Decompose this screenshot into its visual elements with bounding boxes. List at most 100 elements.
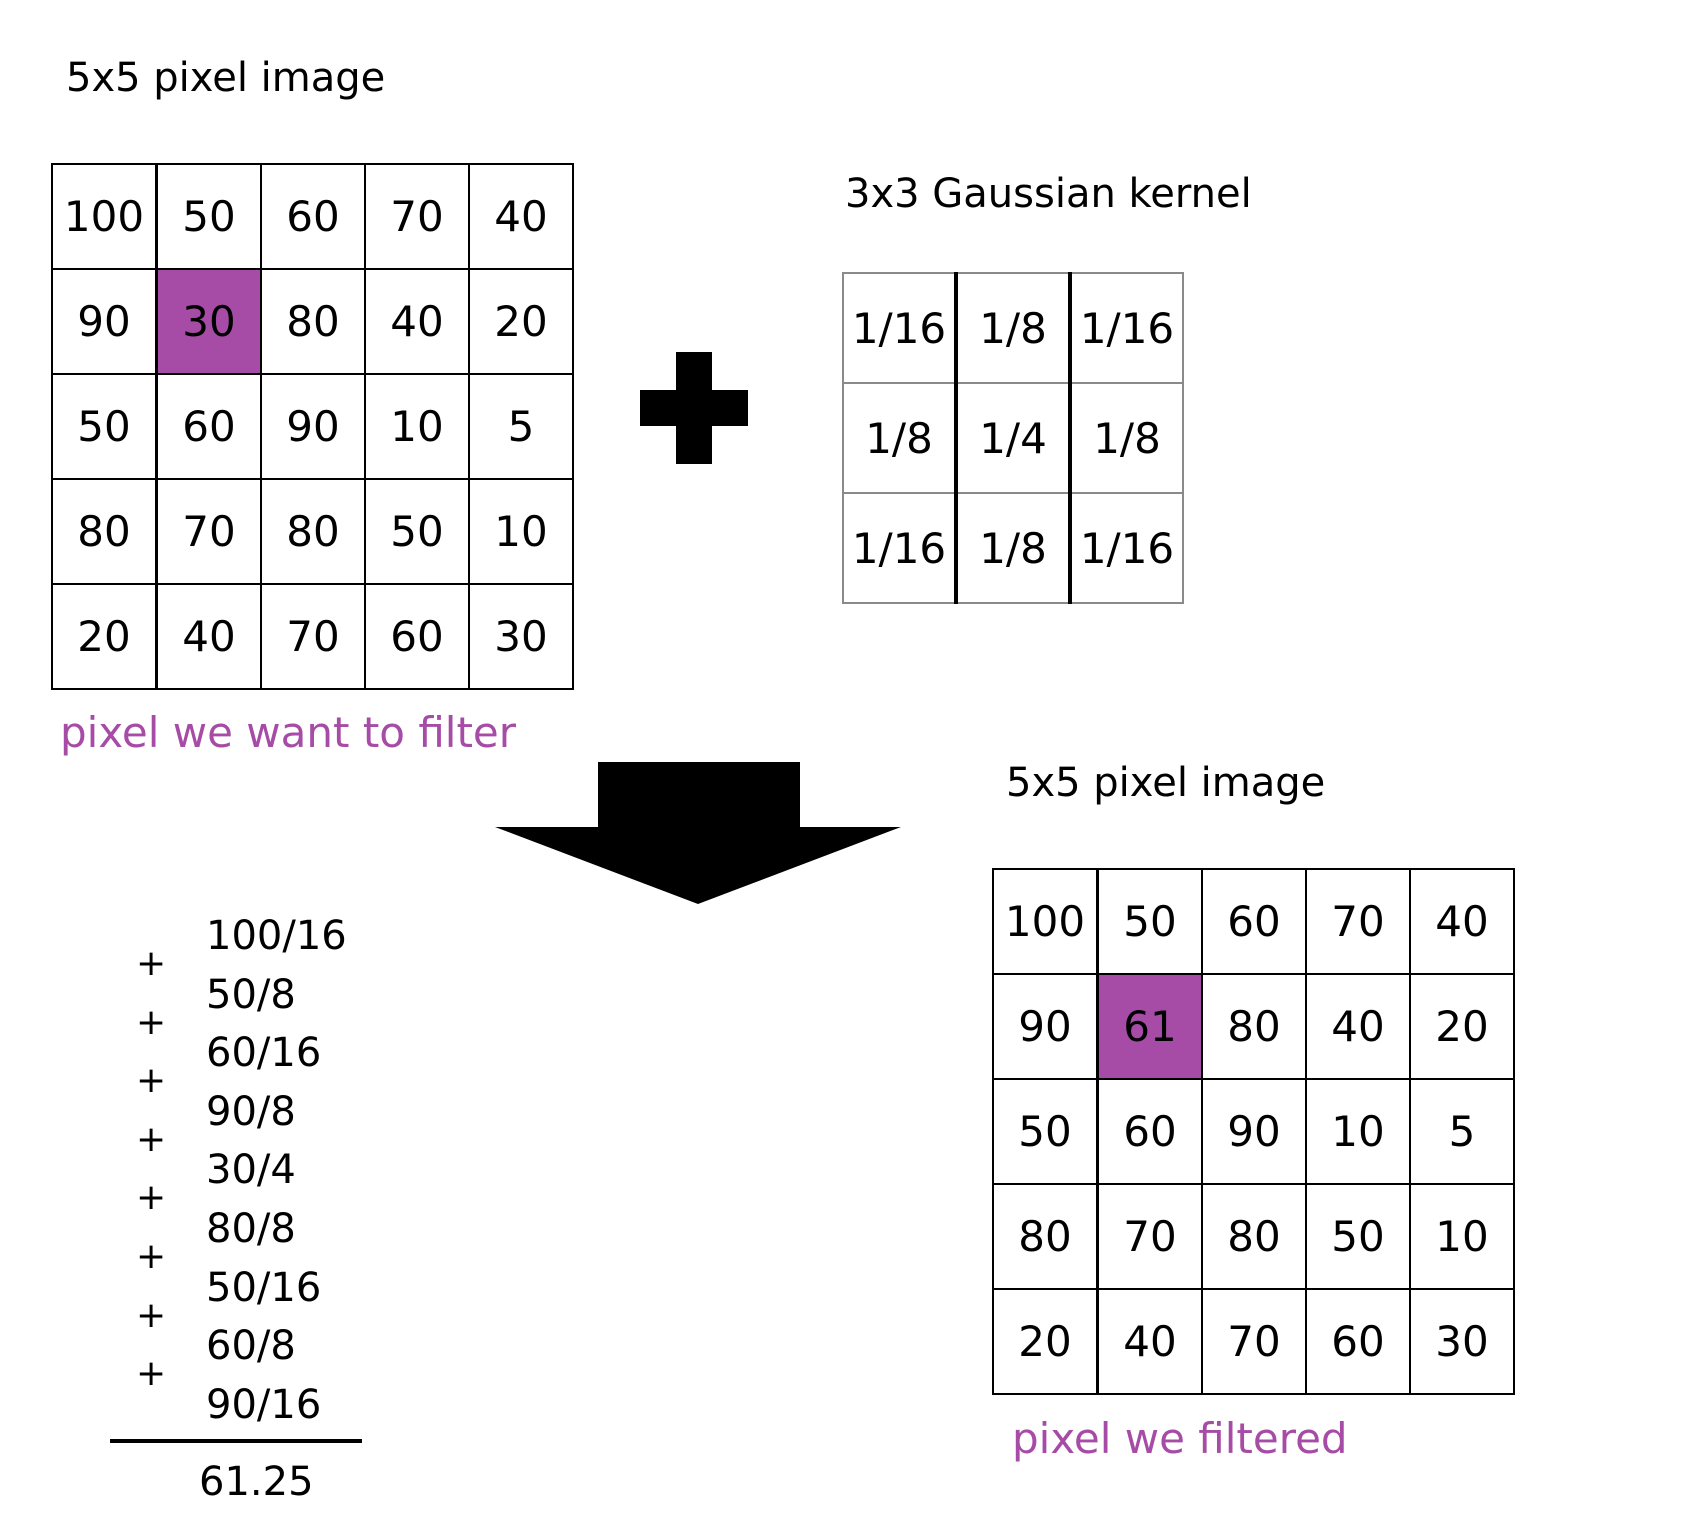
input-pixel-cell: 80 [260,268,366,375]
output-pixel-cell: 20 [1409,973,1515,1080]
input-pixel-cell: 80 [260,478,366,585]
plus-operator: + [136,1294,167,1336]
output-pixel-cell: 10 [1409,1183,1515,1290]
sum-term: 60/16 [206,1030,322,1077]
output-pixel-cell: 80 [1201,973,1307,1080]
input-pixel-cell: 40 [364,268,470,375]
input-pixel-cell: 70 [364,163,470,270]
kernel-cell: 1/8 [954,492,1071,604]
input-pixel-cell: 60 [364,583,470,690]
plus-operator: + [136,1118,167,1160]
input-pixel-cell: 90 [260,373,366,480]
input-pixel-cell: 5 [468,373,574,480]
kernel-cell: 1/8 [954,272,1071,384]
output-pixel-cell: 40 [1409,868,1515,975]
kernel-cell: 1/16 [842,272,957,384]
sum-term: 80/8 [206,1205,296,1252]
output-pixel-cell: 40 [1096,1288,1203,1395]
input-pixel-cell: 40 [155,583,262,690]
output-pixel-cell: 70 [1305,868,1411,975]
output-pixel-cell: 5 [1409,1078,1515,1185]
input-image-title: 5x5 pixel image [66,55,386,101]
kernel-cell: 1/4 [954,382,1071,494]
output-pixel-cell: 70 [1096,1183,1203,1290]
weighted-sum-calculation: 100/16+50/8+60/16+90/8+30/4+80/8+50/16+6… [130,910,390,1437]
input-pixel-cell: 100 [51,163,158,270]
kernel-cell: 1/16 [1068,272,1184,384]
sum-term: 90/8 [206,1088,296,1135]
sum-row: 30/4 + [130,1144,390,1216]
plus-icon [640,352,748,464]
sum-term: 30/4 [206,1147,296,1194]
input-pixel-cell: 70 [155,478,262,585]
output-pixel-highlighted-cell: 61 [1096,973,1203,1080]
output-pixel-cell: 80 [1201,1183,1307,1290]
output-pixel-cell: 60 [1096,1078,1203,1185]
output-pixel-cell: 90 [992,973,1099,1080]
plus-operator: + [136,1177,167,1219]
input-pixel-cell: 50 [155,163,262,270]
input-pixel-cell: 70 [260,583,366,690]
output-pixel-cell: 80 [992,1183,1099,1290]
sum-row: 50/8+ [130,969,390,1041]
sum-row: 100/16 + [130,910,390,982]
output-pixel-cell: 20 [992,1288,1099,1395]
sum-term: 90/16 [206,1381,322,1428]
sum-divider-line [110,1439,362,1443]
output-caption: pixel we filtered [1012,1414,1348,1463]
output-pixel-cell: 60 [1305,1288,1411,1395]
sum-row: 80/8+ [130,1203,390,1275]
plus-operator: + [136,1353,167,1395]
output-pixel-cell: 70 [1201,1288,1307,1395]
output-pixel-cell: 90 [1201,1078,1307,1185]
input-pixel-cell: 40 [468,163,574,270]
input-pixel-cell: 60 [260,163,366,270]
plus-operator: + [136,1001,167,1043]
arrow-down-icon [495,762,901,904]
plus-operator: + [136,943,167,984]
input-pixel-cell: 10 [468,478,574,585]
input-pixel-cell: 90 [51,268,158,375]
sum-term: 50/16 [206,1264,322,1311]
input-pixel-cell: 20 [468,268,574,375]
output-pixel-cell: 60 [1201,868,1307,975]
plus-operator: + [136,1060,167,1102]
input-pixel-cell: 80 [51,478,158,585]
input-caption: pixel we want to filter [60,708,517,757]
input-pixel-cell: 30 [468,583,574,690]
output-pixel-cell: 50 [1096,868,1203,975]
sum-row: 90/8 + [130,1086,390,1158]
output-pixel-cell: 50 [1305,1183,1411,1290]
input-pixel-cell: 50 [51,373,158,480]
sum-term: 60/8 [206,1323,296,1370]
output-pixel-cell: 10 [1305,1078,1411,1185]
sum-row: 50/16 + [130,1262,390,1334]
output-pixel-cell: 100 [992,868,1099,975]
kernel-title: 3x3 Gaussian kernel [845,171,1252,217]
input-pixel-cell: 50 [364,478,470,585]
sum-term: 100/16 [206,913,347,959]
input-pixel-cell: 20 [51,583,158,690]
sum-row: 90/16 [130,1379,390,1438]
output-pixel-cell: 30 [1409,1288,1515,1395]
output-pixel-cell: 40 [1305,973,1411,1080]
sum-result: 61.25 [199,1459,314,1505]
kernel-cell: 1/16 [1068,492,1184,604]
sum-row: 60/8 + [130,1320,390,1392]
input-pixel-highlighted-cell: 30 [155,268,262,375]
